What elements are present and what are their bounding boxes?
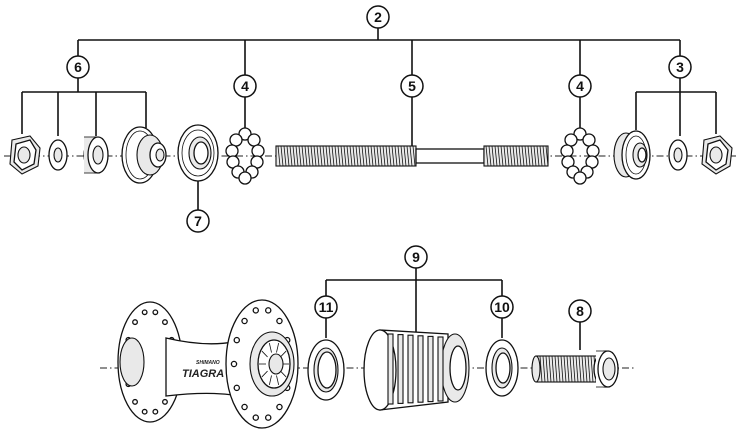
dust-seal <box>177 124 219 182</box>
svg-text:11: 11 <box>319 299 334 315</box>
callout-11: 11 <box>314 295 338 319</box>
right-lock-nut <box>701 135 733 175</box>
svg-text:3: 3 <box>676 59 684 75</box>
callout-5: 5 <box>400 74 424 98</box>
left-lock-nut <box>9 135 41 175</box>
axle <box>275 145 549 167</box>
hub-maker-text: SHIMANO <box>196 360 220 366</box>
svg-text:9: 9 <box>412 249 420 265</box>
callout-6: 6 <box>66 55 90 79</box>
svg-text:7: 7 <box>194 213 202 229</box>
right-ball-bearings <box>560 127 600 185</box>
left-washer <box>48 139 68 171</box>
svg-text:10: 10 <box>494 299 510 315</box>
svg-text:4: 4 <box>576 78 584 94</box>
svg-text:8: 8 <box>576 303 584 319</box>
left-ball-bearings <box>225 127 265 185</box>
left-cone <box>121 126 167 184</box>
hub-model-text: TIAGRA <box>182 368 224 380</box>
callout-8: 8 <box>568 299 592 323</box>
callout-9: 9 <box>404 245 428 269</box>
svg-text:6: 6 <box>74 59 82 75</box>
leader-lines-top <box>21 28 717 210</box>
spacer-washer <box>307 339 345 401</box>
freehub-fixing-bolt <box>531 350 619 388</box>
leader-lines-bottom <box>325 268 581 350</box>
right-cone <box>613 130 651 180</box>
callout-3: 3 <box>668 55 692 79</box>
svg-text:5: 5 <box>408 78 416 94</box>
callout-10: 10 <box>490 295 514 319</box>
callout-2: 2 <box>366 5 390 29</box>
left-spacer <box>83 136 109 174</box>
svg-text:2: 2 <box>374 9 382 25</box>
callout-7: 7 <box>186 209 210 233</box>
freehub-body <box>363 329 470 411</box>
callout-4-left: 4 <box>233 74 257 98</box>
right-washer <box>668 139 688 171</box>
svg-text:4: 4 <box>241 78 249 94</box>
hub-shell: SHIMANO TIAGRA <box>117 299 299 429</box>
callout-4-right: 4 <box>568 74 592 98</box>
freehub-washer <box>485 339 519 397</box>
